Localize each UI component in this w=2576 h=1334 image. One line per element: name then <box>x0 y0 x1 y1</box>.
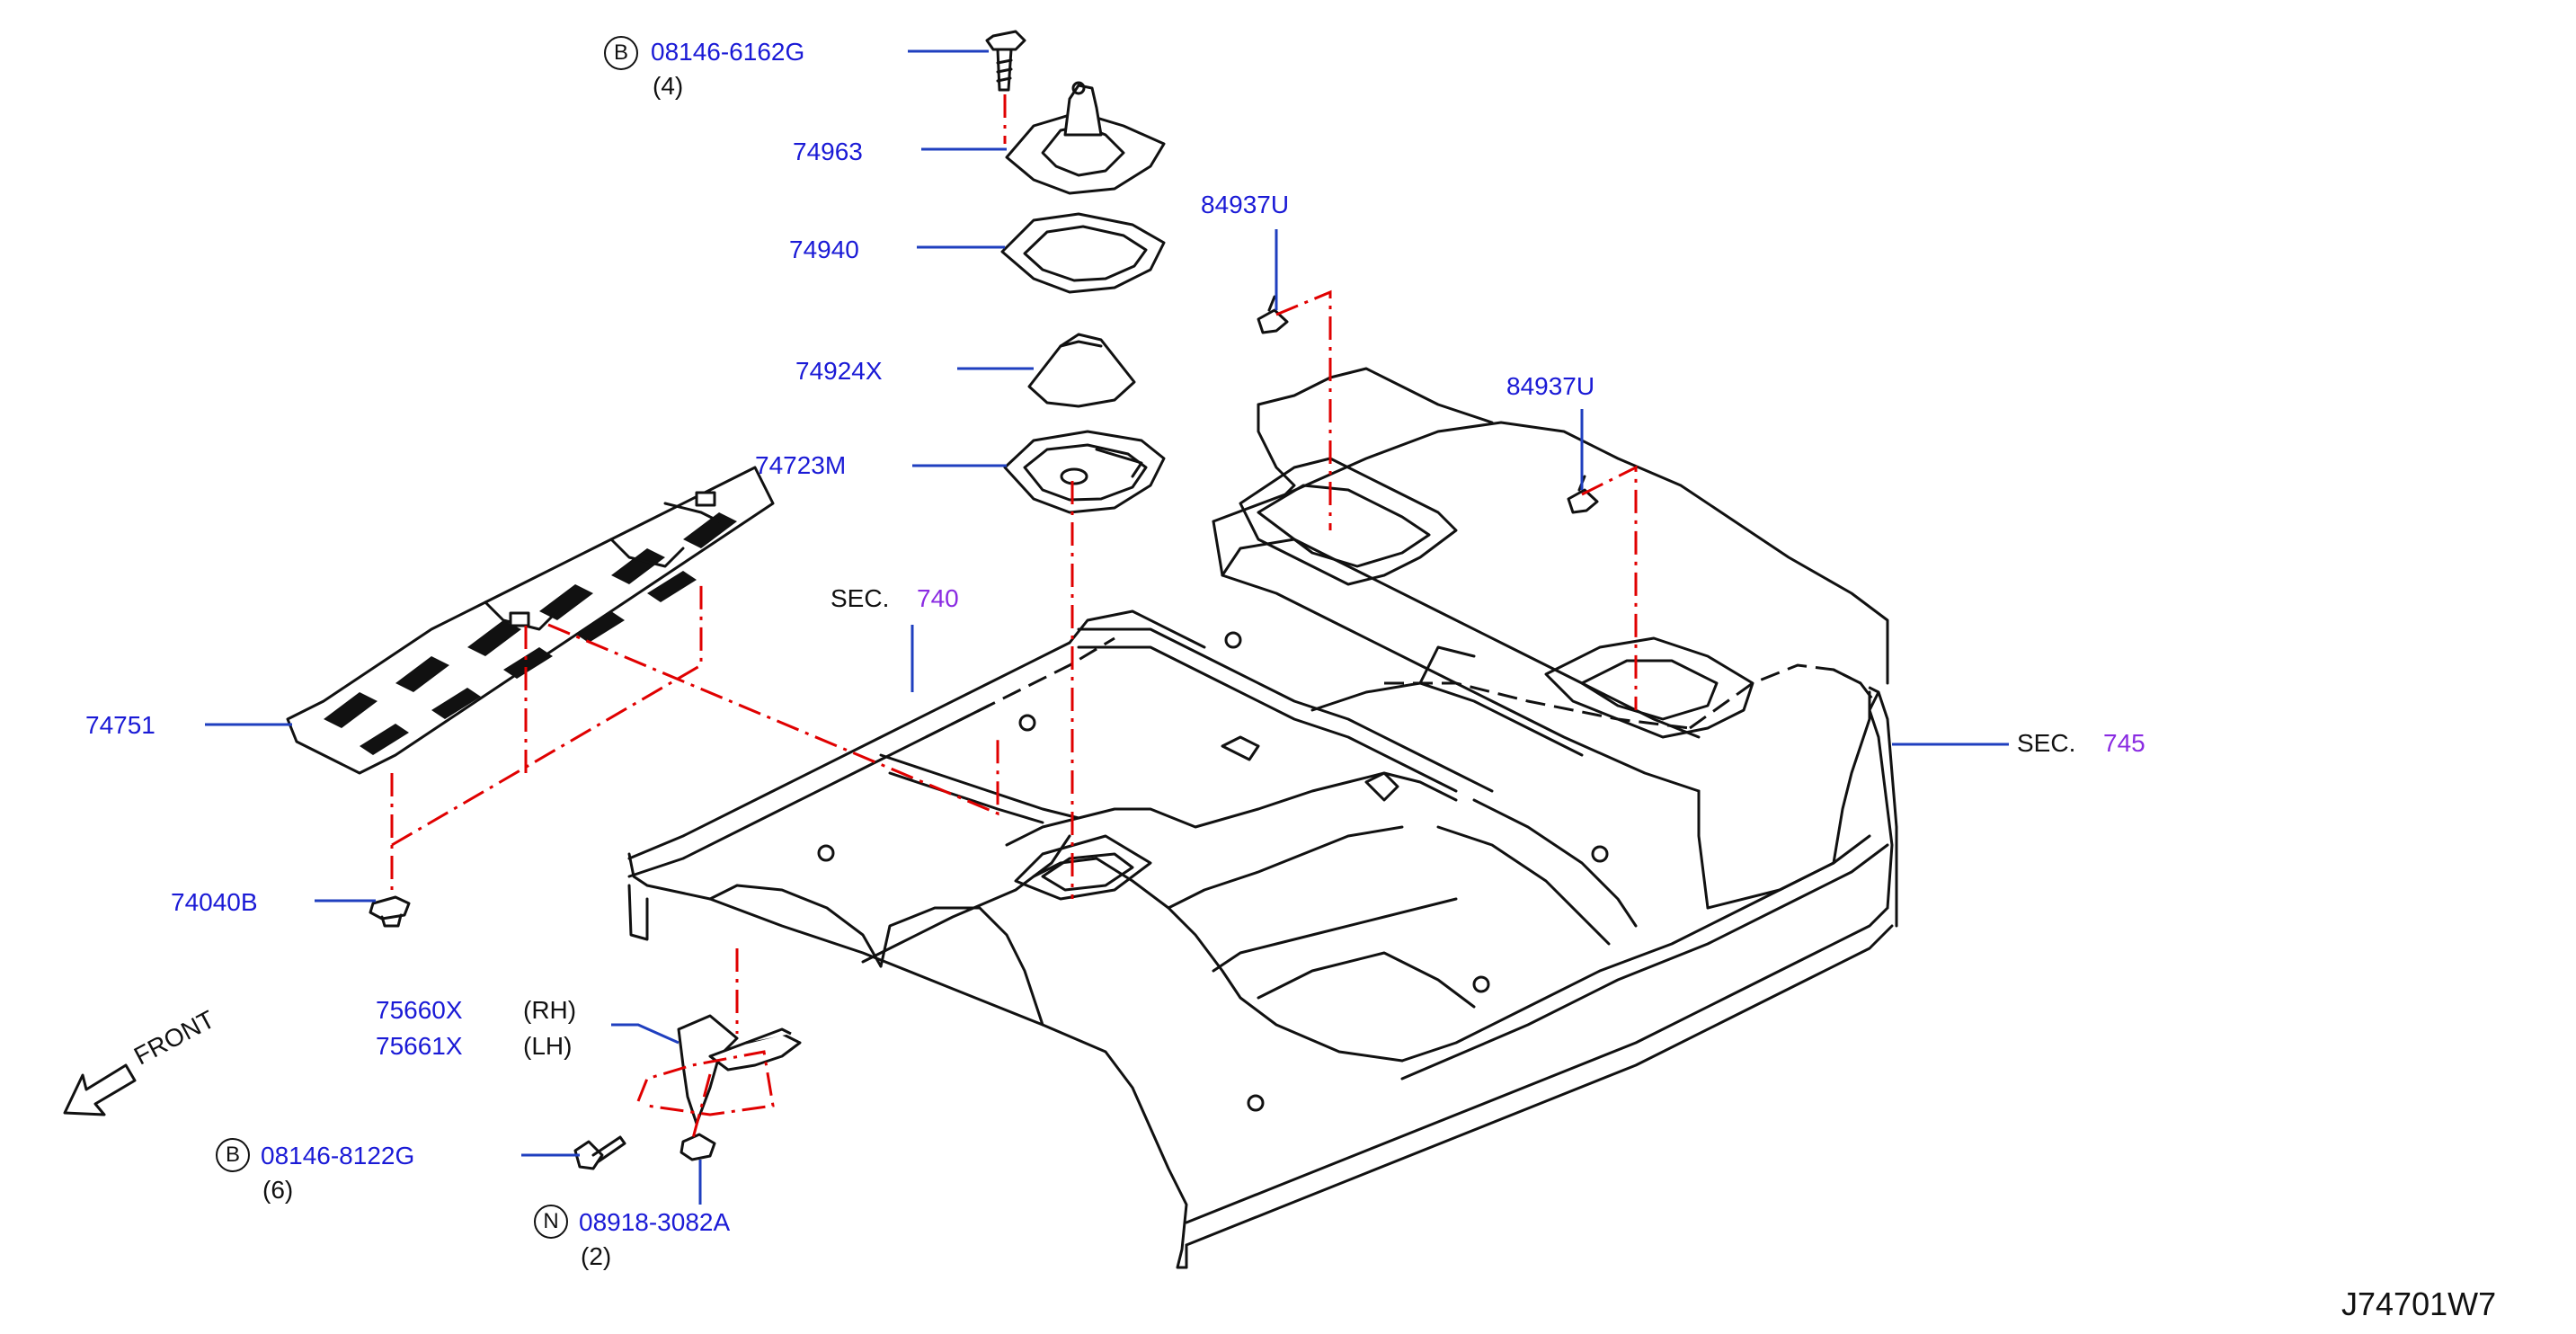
insulator-74751-drawing <box>286 466 775 775</box>
gasket-74940-drawing <box>1000 212 1166 294</box>
front-direction-arrow <box>63 1063 137 1116</box>
section-740-ref[interactable]: 740 <box>917 584 959 612</box>
bracket-75660X-drawing <box>677 1014 802 1125</box>
nut-n-mark: N <box>534 1205 568 1239</box>
clip-74040B-drawing <box>369 895 411 928</box>
part-number-75661X[interactable]: 75661X <box>376 1032 463 1060</box>
part-number-84937U-a[interactable]: 84937U <box>1201 191 1290 218</box>
section-745-ref[interactable]: 745 <box>2103 729 2145 757</box>
clip-84937U-b-drawing <box>1567 475 1599 514</box>
bolt-top-quantity: (4) <box>653 72 684 100</box>
plate-74723M-drawing <box>1003 430 1166 514</box>
part-number-84937U-b[interactable]: 84937U <box>1506 372 1595 400</box>
floor-panel-drawing <box>627 367 1898 1269</box>
leader-lines <box>205 49 2009 1205</box>
part-number-75660X[interactable]: 75660X <box>376 996 463 1024</box>
bolt-bottom-b-mark: B <box>216 1138 250 1172</box>
clip-84937U-a-drawing <box>1257 295 1289 334</box>
bolt-top-b-mark: B <box>604 36 638 70</box>
cone-74924X-drawing <box>1027 333 1136 408</box>
bolt-08146-6162G-drawing <box>985 30 1026 92</box>
part-number-74940[interactable]: 74940 <box>789 236 859 263</box>
section-745-prefix: SEC. <box>2017 729 2076 757</box>
bolt-08146-8122G-drawing <box>573 1135 626 1170</box>
shift-boot-74963-drawing <box>1005 81 1166 195</box>
catalog-code: J74701W7 <box>2341 1285 2497 1322</box>
part-number-74723M[interactable]: 74723M <box>755 451 847 479</box>
part-number-74924X[interactable]: 74924X <box>795 357 883 385</box>
nut-quantity: (2) <box>581 1242 612 1270</box>
part-number-08146-8122G[interactable]: 08146-8122G <box>261 1142 415 1169</box>
section-740-prefix: SEC. <box>831 584 890 612</box>
lh-designation: (LH) <box>523 1032 573 1060</box>
rh-designation: (RH) <box>523 996 577 1024</box>
part-number-74751[interactable]: 74751 <box>85 711 155 739</box>
part-number-74963[interactable]: 74963 <box>793 138 863 165</box>
nut-08918-3082A-drawing <box>680 1133 716 1161</box>
part-number-08918-3082A[interactable]: 08918-3082A <box>579 1208 731 1236</box>
part-number-74040B[interactable]: 74040B <box>171 888 258 916</box>
assembly-lines <box>390 94 1638 1143</box>
bolt-bottom-quantity: (6) <box>262 1176 294 1204</box>
part-number-08146-6162G[interactable]: 08146-6162G <box>651 38 805 66</box>
